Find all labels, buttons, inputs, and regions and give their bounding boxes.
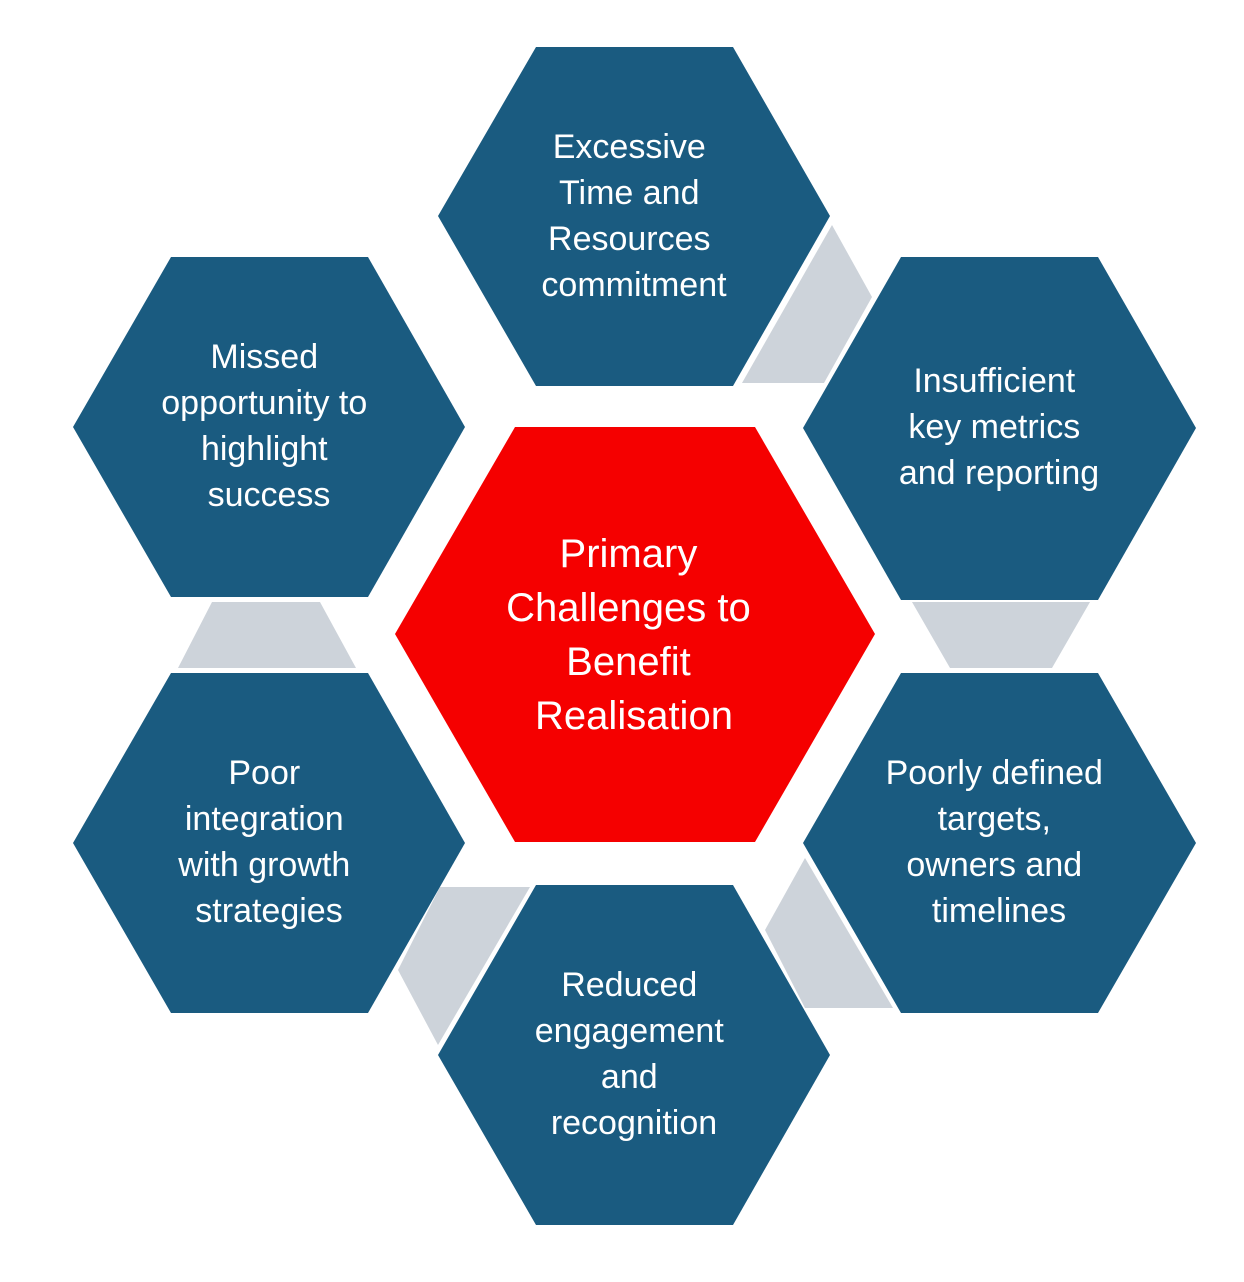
connector-bottom-right <box>765 858 893 1008</box>
hexagon-right-top <box>803 257 1196 600</box>
hexagon-left-bottom <box>73 673 465 1013</box>
connector-left <box>178 602 356 668</box>
item-label-bottom: Reduced engagement and recognition <box>535 966 734 1142</box>
connector-bottom-left <box>398 887 530 1045</box>
item-label-left-bottom: Poor integration with growth strategies <box>177 754 359 930</box>
item-label-right-bottom: Poorly defined targets, owners and timel… <box>886 754 1113 930</box>
connector-top-right <box>742 225 872 383</box>
hexagon-bottom <box>438 885 830 1225</box>
center-line: Benefit <box>566 640 691 684</box>
hexagon-left-top <box>73 257 465 597</box>
hexagon-right-bottom <box>803 673 1196 1013</box>
item-label-left-top: Missed opportunity to highlight success <box>161 338 376 514</box>
hexagon-center <box>395 427 875 842</box>
center-line: Primary <box>560 532 698 576</box>
center-title: Primary Challenges to Benefit Realisatio… <box>506 532 762 738</box>
hexagon-top <box>438 47 830 386</box>
center-line: Realisation <box>535 694 733 738</box>
connector-right <box>912 602 1090 668</box>
center-line: Challenges to <box>506 586 751 630</box>
item-label-top: Excessive Time and Resources commitment <box>541 128 727 304</box>
item-label-right-top: Insufficient key metrics and reporting <box>899 362 1099 492</box>
